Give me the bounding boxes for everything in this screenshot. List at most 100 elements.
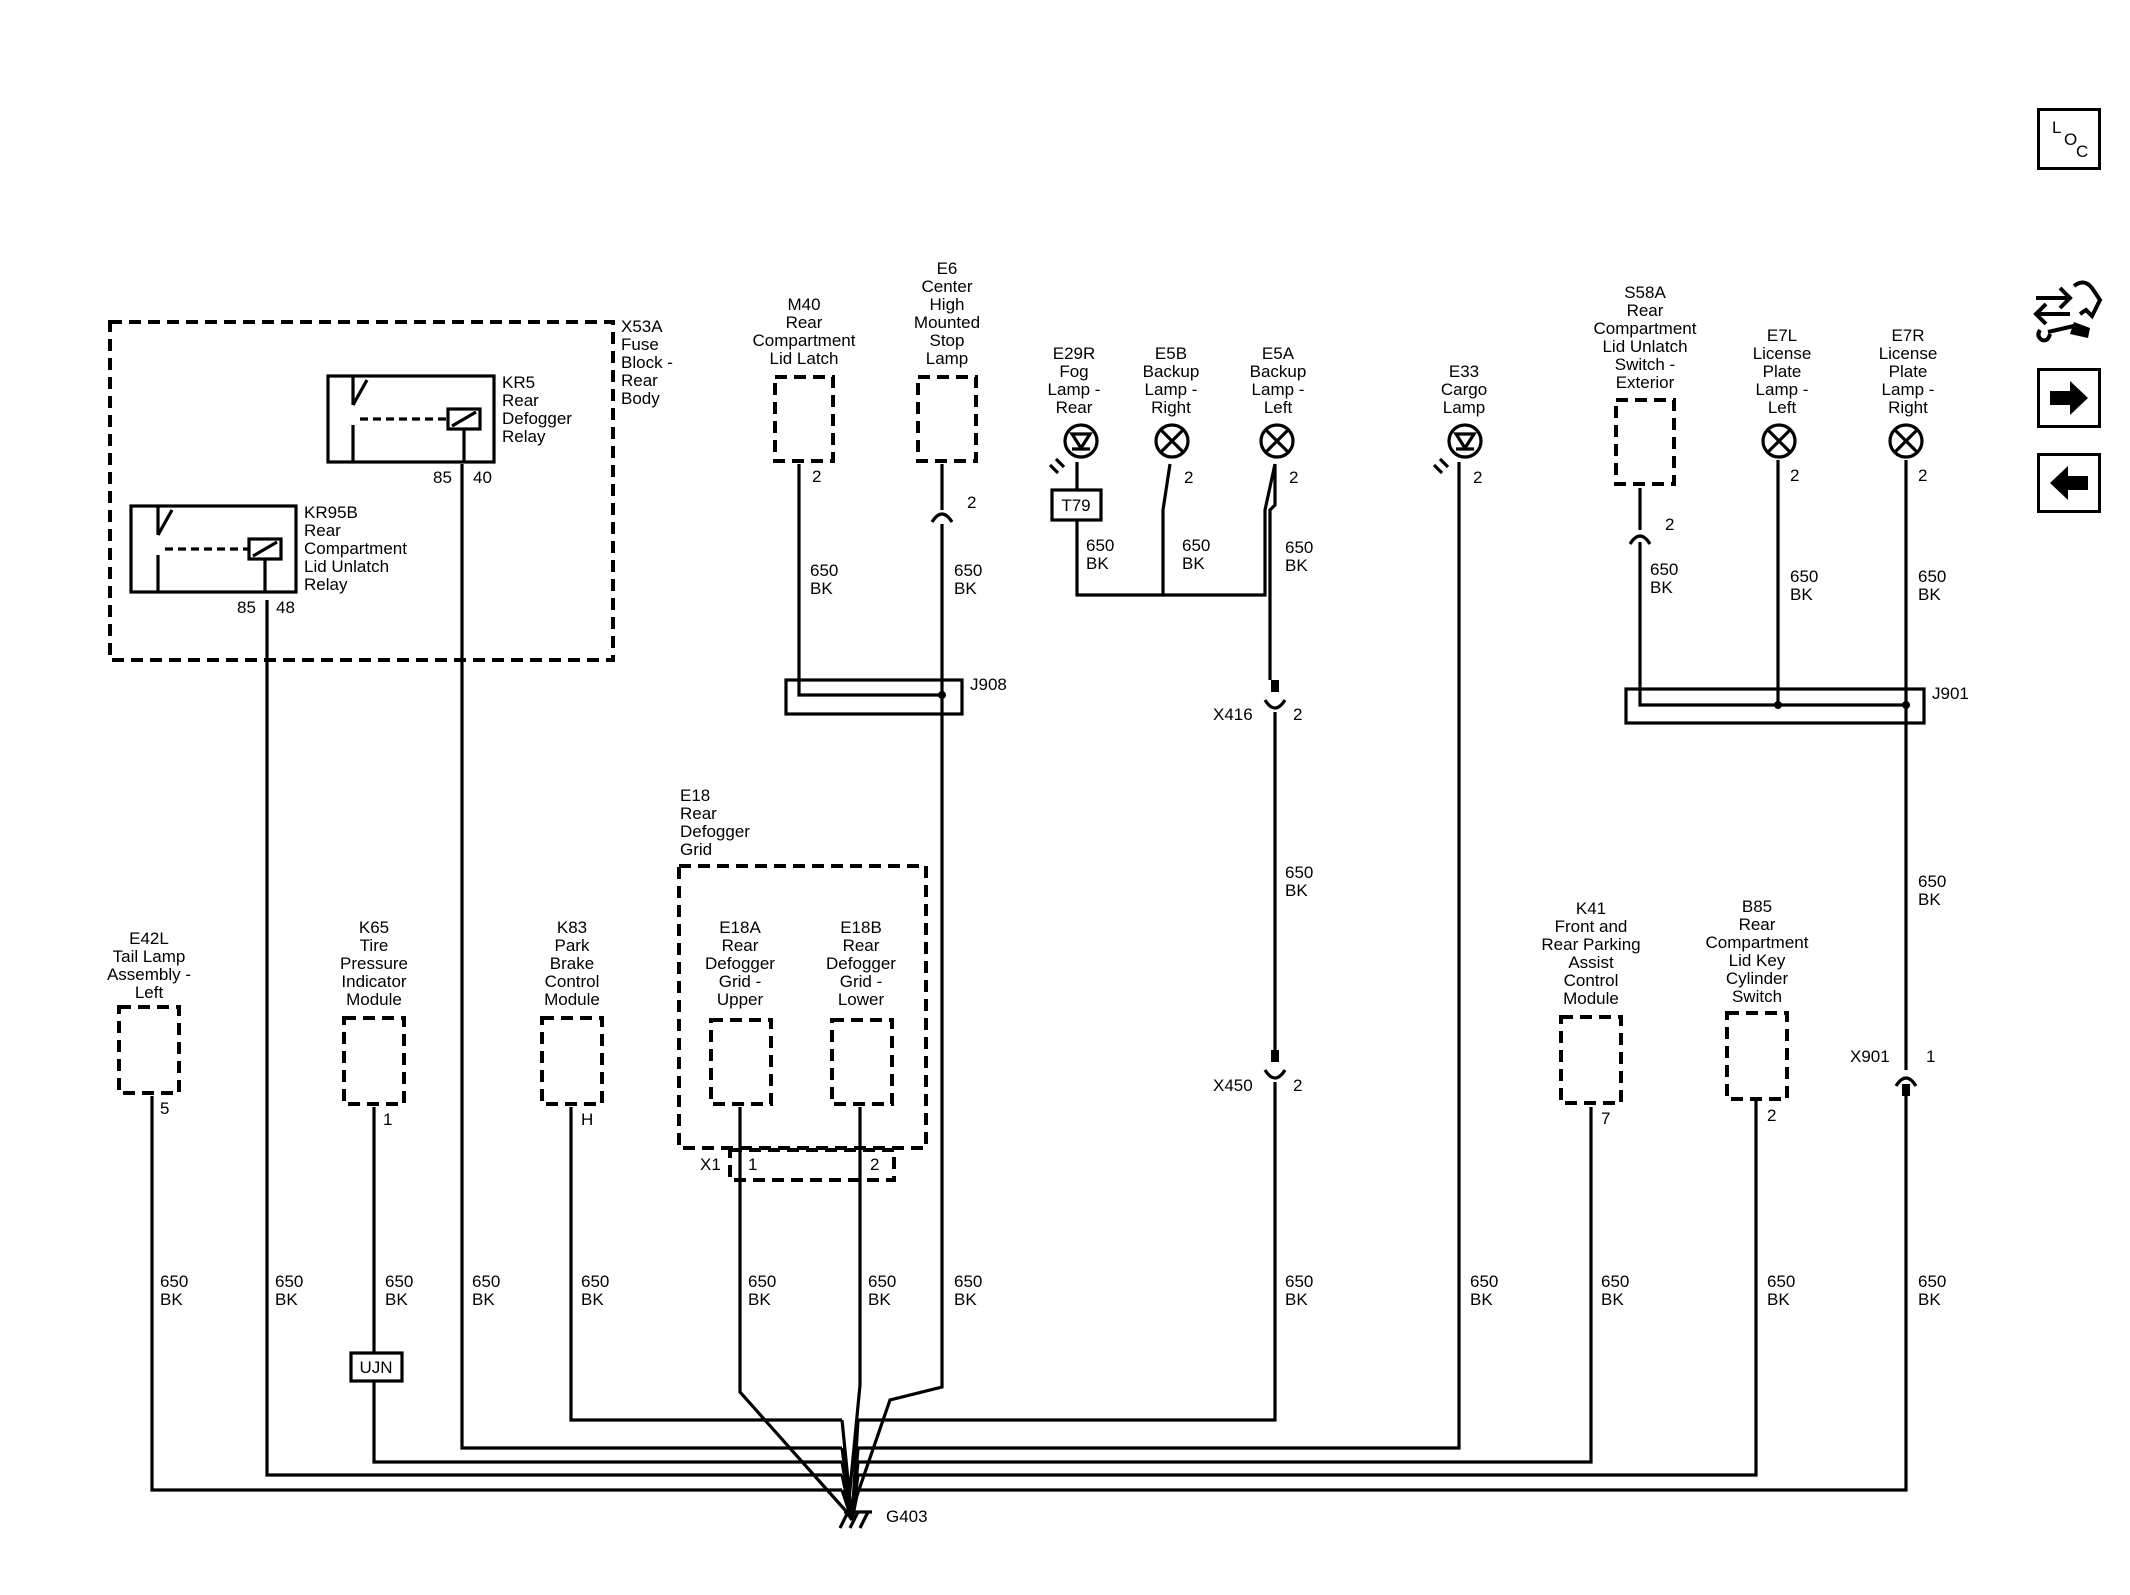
svg-text:Module: Module [1563, 989, 1619, 1008]
svg-text:E18A: E18A [719, 918, 761, 937]
svg-text:Compartment: Compartment [1706, 933, 1809, 952]
svg-text:BK: BK [1285, 1290, 1308, 1309]
svg-text:BK: BK [748, 1290, 771, 1309]
svg-text:K65: K65 [359, 918, 389, 937]
loc-button[interactable]: L O C [2037, 108, 2101, 170]
svg-text:BK: BK [1918, 1290, 1941, 1309]
svg-text:650: 650 [160, 1272, 188, 1291]
svg-text:2: 2 [967, 493, 976, 512]
svg-text:KR95B: KR95B [304, 503, 358, 522]
svg-text:High: High [930, 295, 965, 314]
svg-text:650: 650 [1285, 538, 1313, 557]
svg-text:Defogger: Defogger [705, 954, 775, 973]
svg-text:Switch -: Switch - [1615, 355, 1675, 374]
svg-text:E5A: E5A [1262, 344, 1295, 363]
svg-text:Left: Left [1768, 398, 1797, 417]
svg-text:650: 650 [472, 1272, 500, 1291]
svg-text:Fog: Fog [1059, 362, 1088, 381]
svg-text:Rear: Rear [786, 313, 823, 332]
svg-text:BK: BK [581, 1290, 604, 1309]
svg-text:Lamp: Lamp [1443, 398, 1486, 417]
svg-text:Backup: Backup [1250, 362, 1307, 381]
svg-text:1: 1 [383, 1110, 392, 1129]
svg-text:T79: T79 [1061, 496, 1090, 515]
svg-text:Lower: Lower [838, 990, 885, 1009]
svg-text:BK: BK [1650, 578, 1673, 597]
svg-text:Left: Left [1264, 398, 1293, 417]
svg-text:Defogger: Defogger [680, 822, 750, 841]
svg-text:1: 1 [748, 1155, 757, 1174]
svg-text:650: 650 [581, 1272, 609, 1291]
svg-text:E29R: E29R [1053, 344, 1096, 363]
svg-text:BK: BK [1182, 554, 1205, 573]
svg-text:BK: BK [1918, 890, 1941, 909]
svg-text:E18: E18 [680, 786, 710, 805]
svg-text:650: 650 [810, 561, 838, 580]
tools-button[interactable] [2030, 276, 2108, 348]
svg-text:Rear: Rear [1739, 915, 1776, 934]
svg-text:Grid -: Grid - [719, 972, 762, 991]
splice-j908: J908 [784, 675, 1007, 716]
svg-text:License: License [1753, 344, 1812, 363]
component-e33: E33 Cargo Lamp 2 [1432, 362, 1487, 487]
svg-text:Left: Left [135, 983, 164, 1002]
component-e6: E6 Center High Mounted Stop Lamp 2 [914, 259, 980, 523]
connector-x416: X416 2 [1213, 680, 1302, 724]
svg-text:2: 2 [1790, 466, 1799, 485]
svg-text:Module: Module [544, 990, 600, 1009]
svg-text:BK: BK [1918, 585, 1941, 604]
splice-j901: J901 [1624, 684, 1969, 725]
component-e29r: E29R Fog Lamp - Rear T79 [1048, 344, 1103, 522]
svg-text:Grid -: Grid - [840, 972, 883, 991]
connector-x901: X901 1 [1850, 1047, 1935, 1096]
svg-text:M40: M40 [787, 295, 820, 314]
svg-text:Relay: Relay [304, 575, 348, 594]
svg-text:BK: BK [1470, 1290, 1493, 1309]
svg-text:650: 650 [868, 1272, 896, 1291]
svg-text:Front and: Front and [1555, 917, 1628, 936]
svg-text:Block -: Block - [621, 353, 673, 372]
svg-text:Right: Right [1888, 398, 1928, 417]
svg-text:Indicator: Indicator [341, 972, 407, 991]
svg-text:Rear Parking: Rear Parking [1541, 935, 1640, 954]
svg-text:650: 650 [748, 1272, 776, 1291]
svg-text:Exterior: Exterior [1616, 373, 1675, 392]
svg-text:650: 650 [1790, 567, 1818, 586]
svg-text:Assist: Assist [1568, 953, 1614, 972]
svg-text:License: License [1879, 344, 1938, 363]
svg-text:650: 650 [954, 561, 982, 580]
svg-text:2: 2 [1184, 468, 1193, 487]
svg-text:S58A: S58A [1624, 283, 1666, 302]
svg-text:Cylinder: Cylinder [1726, 969, 1789, 988]
svg-text:Body: Body [621, 389, 660, 408]
svg-text:48: 48 [276, 598, 295, 617]
svg-text:Compartment: Compartment [753, 331, 856, 350]
svg-text:J901: J901 [1932, 684, 1969, 703]
prev-button[interactable] [2037, 453, 2101, 513]
svg-text:650: 650 [1285, 1272, 1313, 1291]
svg-text:2: 2 [1665, 515, 1674, 534]
svg-text:Rear: Rear [843, 936, 880, 955]
next-button[interactable] [2037, 368, 2101, 428]
svg-text:Compartment: Compartment [1594, 319, 1697, 338]
svg-text:K41: K41 [1576, 899, 1606, 918]
svg-text:Lamp -: Lamp - [1048, 380, 1101, 399]
svg-text:BK: BK [160, 1290, 183, 1309]
svg-text:Rear: Rear [304, 521, 341, 540]
svg-text:Switch: Switch [1732, 987, 1782, 1006]
svg-text:UJN: UJN [359, 1358, 392, 1377]
svg-text:Tail Lamp: Tail Lamp [113, 947, 186, 966]
svg-text:650: 650 [1470, 1272, 1498, 1291]
svg-text:BK: BK [385, 1290, 408, 1309]
x53a-id: X53A [621, 317, 663, 336]
tools-icon [2033, 280, 2103, 343]
svg-text:BK: BK [954, 579, 977, 598]
svg-text:Rear: Rear [621, 371, 658, 390]
svg-text:Lamp -: Lamp - [1756, 380, 1809, 399]
svg-text:650: 650 [1918, 1272, 1946, 1291]
svg-text:650: 650 [954, 1272, 982, 1291]
svg-text:Upper: Upper [717, 990, 764, 1009]
svg-text:Pressure: Pressure [340, 954, 408, 973]
